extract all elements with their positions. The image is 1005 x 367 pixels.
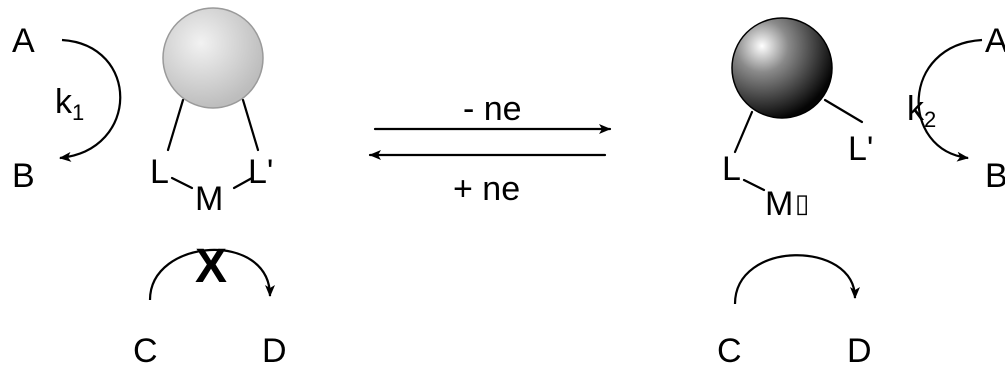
right-bond-l-m — [742, 178, 766, 192]
left-rate-k1: k1 — [55, 83, 84, 125]
right-bond-sphere-lp — [823, 98, 864, 124]
right-label-c: C — [717, 332, 742, 367]
right-cd-arrow — [733, 254, 860, 305]
right-bond-sphere-l — [733, 110, 754, 154]
left-label-b: B — [12, 157, 35, 195]
left-label-l: L — [150, 153, 169, 191]
left-bond-sphere-lp — [241, 98, 260, 152]
left-bond-l-m — [170, 176, 194, 190]
left-bond-sphere-l — [166, 98, 185, 152]
right-label-m: M — [765, 185, 793, 223]
right-label-l: L — [722, 150, 741, 188]
right-rate-k2: k2 — [907, 90, 936, 132]
left-state: A B k1 L L' M X C D — [12, 7, 287, 367]
left-label-c: C — [133, 332, 158, 367]
left-label-d: D — [262, 332, 287, 367]
right-label-lp: L' — [848, 130, 873, 168]
redox-equilibrium: - ne + ne — [368, 90, 612, 208]
right-k2-arrow — [917, 38, 983, 162]
right-vacant-site-box: ▯ — [795, 188, 809, 218]
left-bond-lp-m — [232, 176, 254, 190]
left-k1-arrow — [59, 38, 122, 162]
right-label-a: A — [985, 22, 1005, 60]
left-cd-arrow — [148, 248, 275, 301]
right-sphere-oxidized — [731, 17, 833, 119]
left-label-a: A — [12, 22, 35, 60]
left-sphere-neutral — [162, 7, 264, 109]
left-label-m: M — [195, 180, 223, 218]
left-label-lp: L' — [248, 153, 273, 191]
right-state: L L' M ▯ A B k2 C D — [717, 17, 1005, 367]
right-label-b: B — [985, 157, 1005, 195]
right-label-d: D — [847, 332, 872, 367]
forward-label: - ne — [463, 90, 522, 128]
left-blocked-x-mark: X — [195, 240, 227, 293]
reverse-label: + ne — [453, 170, 520, 208]
